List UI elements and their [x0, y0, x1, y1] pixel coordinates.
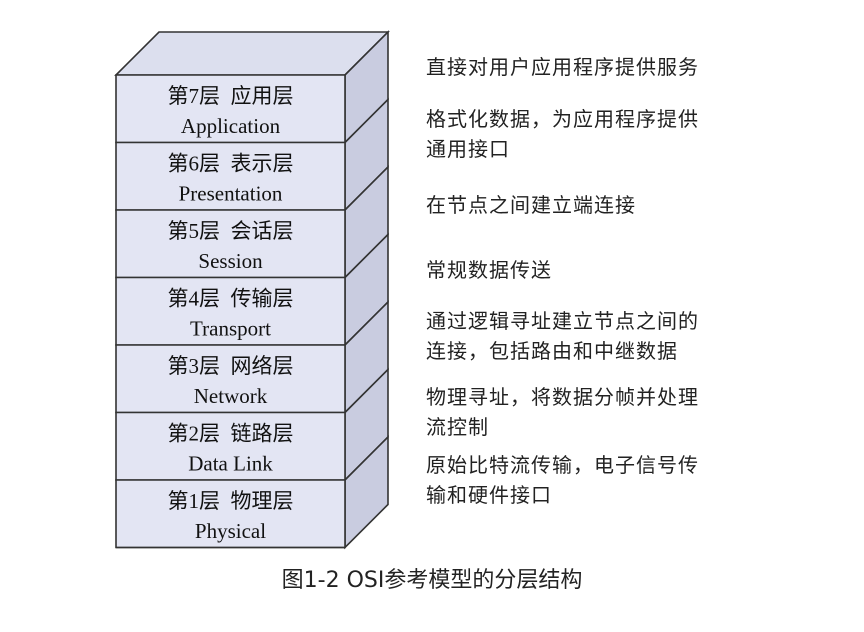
layer-name-cn: 第7层 应用层 [168, 84, 294, 108]
layer-description: 在节点之间建立端连接 [426, 193, 636, 217]
layer-name-en: Transport [190, 317, 271, 341]
layer-name-en: Session [198, 249, 263, 273]
layer-name-cn: 第4层 传输层 [168, 287, 294, 311]
layer-name-cn: 第6层 表示层 [168, 152, 294, 176]
layer-name-en: Presentation [179, 182, 283, 206]
layer-name-en: Network [194, 384, 268, 408]
layer-description: 常规数据传送 [426, 258, 552, 282]
layer-name-cn: 第1层 物理层 [168, 489, 294, 513]
layer-description: 通过逻辑寻址建立节点之间的 连接，包括路由和中继数据 [426, 309, 699, 363]
layer-description: 物理寻址，将数据分帧并处理 流控制 [426, 385, 699, 439]
layer-name-en: Data Link [188, 452, 273, 476]
figure-caption: 图1-2 OSI参考模型的分层结构 [281, 568, 583, 593]
layer-name-cn: 第2层 链路层 [168, 422, 294, 446]
layer-description: 格式化数据，为应用程序提供 通用接口 [426, 107, 699, 161]
stack-top-face [114, 31, 390, 76]
layer-name-cn: 第3层 网络层 [168, 354, 294, 378]
layer-description: 原始比特流传输，电子信号传 输和硬件接口 [426, 453, 699, 507]
layer-description: 直接对用户应用程序提供服务 [426, 55, 699, 79]
layer-name-en: Physical [195, 519, 266, 543]
layer-name-cn: 第5层 会话层 [168, 219, 294, 243]
layer-name-en: Application [181, 114, 281, 138]
